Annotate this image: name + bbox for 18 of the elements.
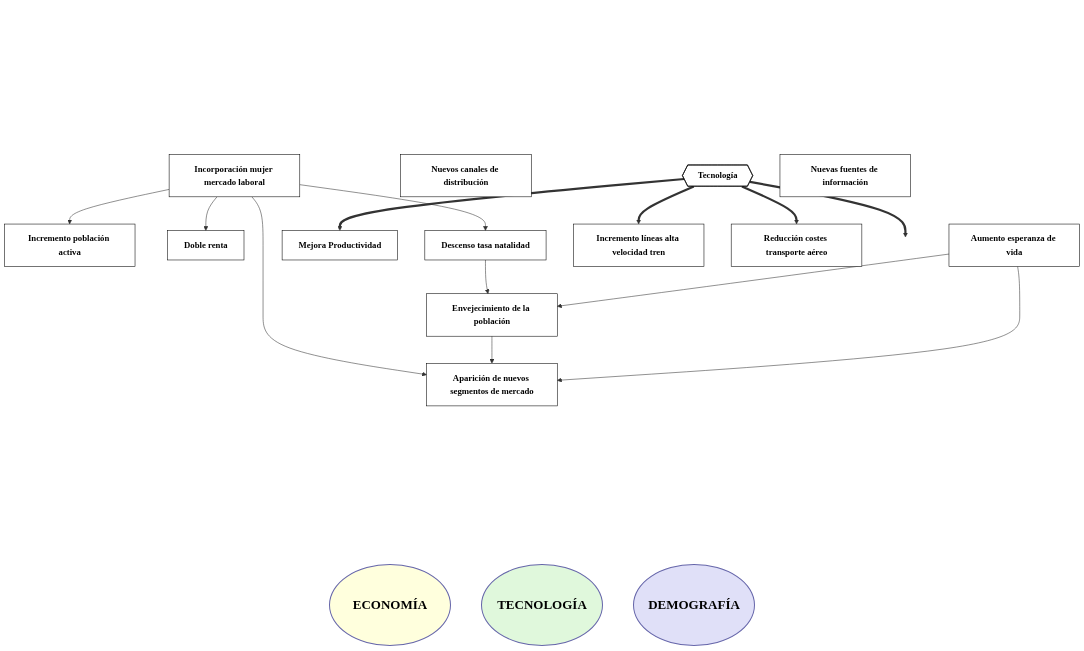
- node-box: Incorporación mujer mercado laboral: [168, 153, 301, 197]
- node-box: Nuevas fuentes de información: [779, 153, 911, 197]
- node-box: Nuevos canales de distribución: [400, 153, 532, 197]
- node-box: Aumento esperanza de vida: [948, 223, 1080, 267]
- arrow: [636, 185, 695, 225]
- node-box: Descenso tasa natalidad: [424, 230, 547, 261]
- node-box: Incremento líneas alta velocidad tren: [573, 223, 705, 267]
- node-box: Mejora Productividad: [281, 230, 398, 261]
- arrow: [741, 185, 799, 225]
- node-box: Envejecimiento de la población: [426, 293, 558, 337]
- node-box: Reducción costes transporte aéreo: [730, 223, 863, 267]
- legend-label: ECONOMÍA: [352, 597, 428, 613]
- node-box: Doble renta: [167, 230, 245, 261]
- node-box: Aparición de nuevos segmentos de mercado: [426, 363, 558, 407]
- legend-label: DEMOGRAFÍA: [648, 597, 740, 613]
- node-box: Incremento población activa: [4, 223, 136, 267]
- arrow: [337, 177, 685, 231]
- legend-label: TECNOLOGÍA: [497, 597, 587, 613]
